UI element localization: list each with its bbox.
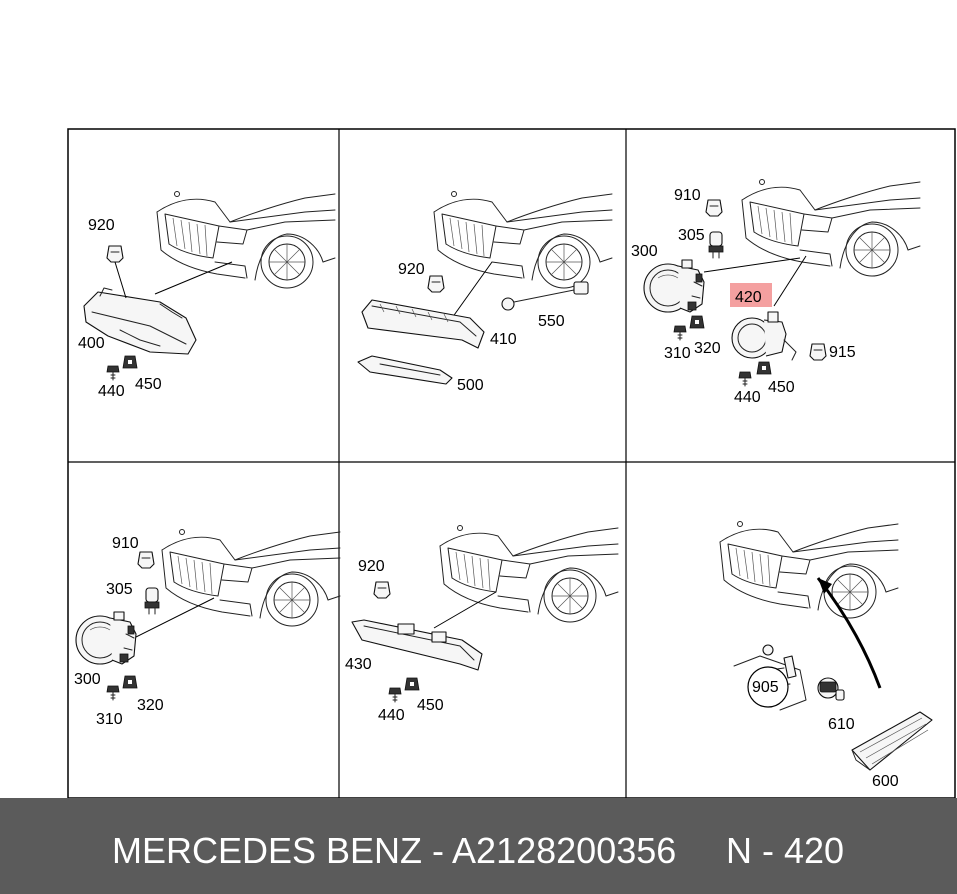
callout-450: 450	[768, 379, 795, 396]
callout-905: 905	[752, 679, 779, 696]
callout-320: 320	[137, 697, 164, 714]
callout-440: 440	[98, 383, 125, 400]
nut-icon	[756, 361, 772, 375]
callout-300: 300	[631, 243, 658, 260]
panel-foglamp-alt: 910 305 300 310 320	[74, 529, 341, 728]
callout-610: 610	[828, 716, 855, 733]
nut-icon	[122, 675, 138, 689]
callout-500: 500	[457, 377, 484, 394]
parts-diagram: 920 400 440 450 920 410 550 500	[67, 128, 956, 798]
callout-440: 440	[734, 389, 761, 406]
callout-920: 920	[358, 558, 385, 575]
part-info-footer: MERCEDES BENZ - A2128200356 N - 420	[0, 798, 957, 894]
panel-headlamp: 920 400 440 450	[78, 191, 336, 400]
reference-number: N - 420	[726, 830, 845, 871]
panel-grid	[67, 128, 956, 798]
trim-strip-part	[357, 355, 453, 385]
clip-icon	[373, 581, 391, 599]
drl-lamp-part	[361, 299, 485, 349]
callout-circle	[747, 666, 789, 708]
nut-icon	[689, 315, 705, 329]
part-number-title: MERCEDES BENZ - A2128200356	[112, 830, 677, 871]
car-front-illustration	[719, 521, 899, 619]
car-front-illustration	[156, 191, 336, 289]
callout-400: 400	[78, 335, 105, 352]
callout-310: 310	[664, 345, 691, 362]
callout-910: 910	[112, 535, 139, 552]
panel-drl: 920 410 550 500	[357, 191, 613, 394]
callout-310: 310	[96, 711, 123, 728]
screw-icon	[106, 685, 120, 701]
bulb-icon	[144, 587, 160, 615]
car-front-illustration	[439, 525, 619, 623]
highlight-box	[730, 283, 772, 307]
clip-icon	[705, 199, 723, 217]
callout-305: 305	[678, 227, 705, 244]
car-front-illustration	[433, 191, 613, 289]
clip-icon	[809, 343, 827, 361]
panel-lamp-kit: 905 610 600	[719, 521, 933, 790]
drl-lamp-430-part	[351, 619, 483, 671]
fog-lamp-300-part	[643, 259, 705, 313]
nut-icon	[404, 677, 420, 691]
car-front-illustration	[161, 529, 341, 627]
panel-foglamps: 910 305 300 420 915 310 320 440 450	[631, 179, 921, 406]
callout-915: 915	[829, 344, 856, 361]
callout-920: 920	[398, 261, 425, 278]
screw-icon	[388, 687, 402, 703]
clip-icon	[106, 245, 124, 263]
callout-305: 305	[106, 581, 133, 598]
callout-550: 550	[538, 313, 565, 330]
callout-600: 600	[872, 773, 899, 790]
fog-lamp-420-part	[731, 311, 797, 361]
callout-300: 300	[74, 671, 101, 688]
screw-icon	[673, 325, 687, 341]
callout-430: 430	[345, 656, 372, 673]
fastener-set	[733, 644, 807, 711]
callout-440: 440	[378, 707, 405, 724]
headlamp-part	[83, 287, 197, 355]
callout-920: 920	[88, 217, 115, 234]
callout-450: 450	[417, 697, 444, 714]
lens-cover-part	[851, 711, 933, 771]
bulb-socket-part	[817, 677, 845, 701]
car-front-illustration	[741, 179, 921, 277]
callout-320: 320	[694, 340, 721, 357]
nut-icon	[122, 355, 138, 369]
callout-910: 910	[674, 187, 701, 204]
clip-icon	[427, 275, 445, 293]
bulb-icon	[708, 231, 724, 259]
screw-icon	[738, 371, 752, 387]
clip-icon	[137, 551, 155, 569]
callout-420-highlighted: 420	[735, 289, 762, 306]
callout-450: 450	[135, 376, 162, 393]
panel-drl-alt: 920 430 440 450	[345, 525, 619, 724]
fog-lamp-300-part	[75, 611, 137, 665]
installation-arrow	[816, 577, 882, 689]
callout-410: 410	[490, 331, 517, 348]
screw-icon	[106, 365, 120, 381]
cable-harness	[501, 281, 589, 311]
